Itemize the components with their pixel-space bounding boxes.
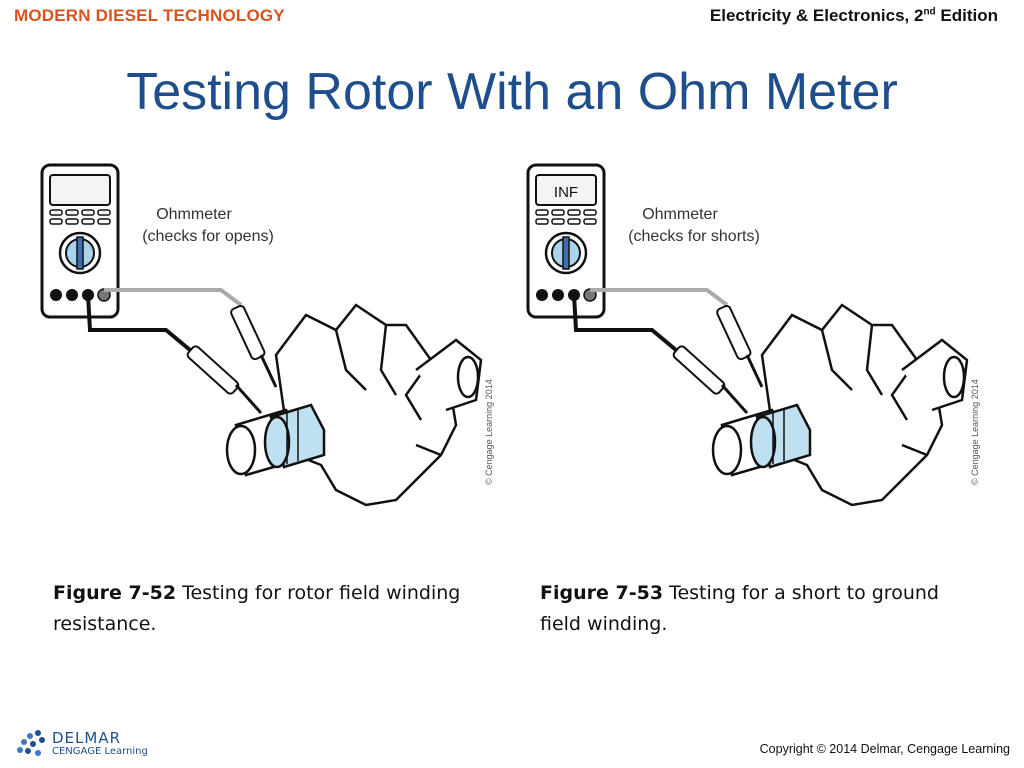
figure-right: INF Ohmmeter (checks for shorts) [522, 155, 992, 545]
book-title-edition: Edition [935, 6, 998, 25]
logo-name: DELMAR [52, 729, 122, 747]
rotor-icon [711, 303, 969, 507]
figure-caption-text: Testing for a short to ground field wind… [540, 582, 939, 635]
delmar-logo-icon [17, 730, 45, 756]
figure-left: Ohmmeter (checks for opens) © Cengage Le… [36, 155, 506, 545]
brand-title: MODERN DIESEL TECHNOLOGY [14, 6, 285, 25]
ohmmeter-icon: INF [526, 163, 606, 319]
logo-subtitle: CENGAGE Learning [52, 746, 148, 757]
figure-number: Figure 7-53 [540, 582, 664, 604]
ohmmeter-icon [40, 163, 120, 319]
slide-title: Testing Rotor With an Ohm Meter [126, 63, 898, 121]
meter-label-line1: Ohmmeter [642, 206, 718, 223]
figure-caption-left: Figure 7-52 Testing for rotor field wind… [53, 578, 493, 640]
ohmmeter-rotor-illustration: Ohmmeter (checks for opens) © Cengage Le… [40, 163, 494, 507]
book-title: Electricity & Electronics, 2nd Edition [710, 6, 998, 26]
meter-label-line2: (checks for opens) [142, 228, 274, 245]
meter-label-line1: Ohmmeter [156, 206, 232, 223]
copyright-notice: Copyright © 2014 Delmar, Cengage Learnin… [759, 742, 1010, 756]
image-credit: © Cengage Learning 2014 [484, 379, 494, 485]
test-lead-probe-icon [186, 304, 278, 414]
figure-caption-text: Testing for rotor field winding resistan… [53, 582, 461, 635]
meter-label-line2: (checks for shorts) [628, 228, 760, 245]
image-credit: © Cengage Learning 2014 [970, 379, 980, 485]
book-title-text: Electricity & Electronics, 2 [709, 6, 924, 25]
test-lead-probe-icon [672, 304, 764, 414]
ohmmeter-rotor-illustration: INF Ohmmeter (checks for shorts) [526, 163, 980, 507]
meter-display-text: INF [554, 184, 578, 201]
figure-caption-right: Figure 7-53 Testing for a short to groun… [540, 578, 980, 640]
publisher-logo: DELMAR CENGAGE Learning [16, 727, 186, 763]
rotor-icon [225, 303, 483, 507]
figure-number: Figure 7-52 [53, 582, 177, 604]
book-title-superscript: nd [923, 6, 936, 18]
